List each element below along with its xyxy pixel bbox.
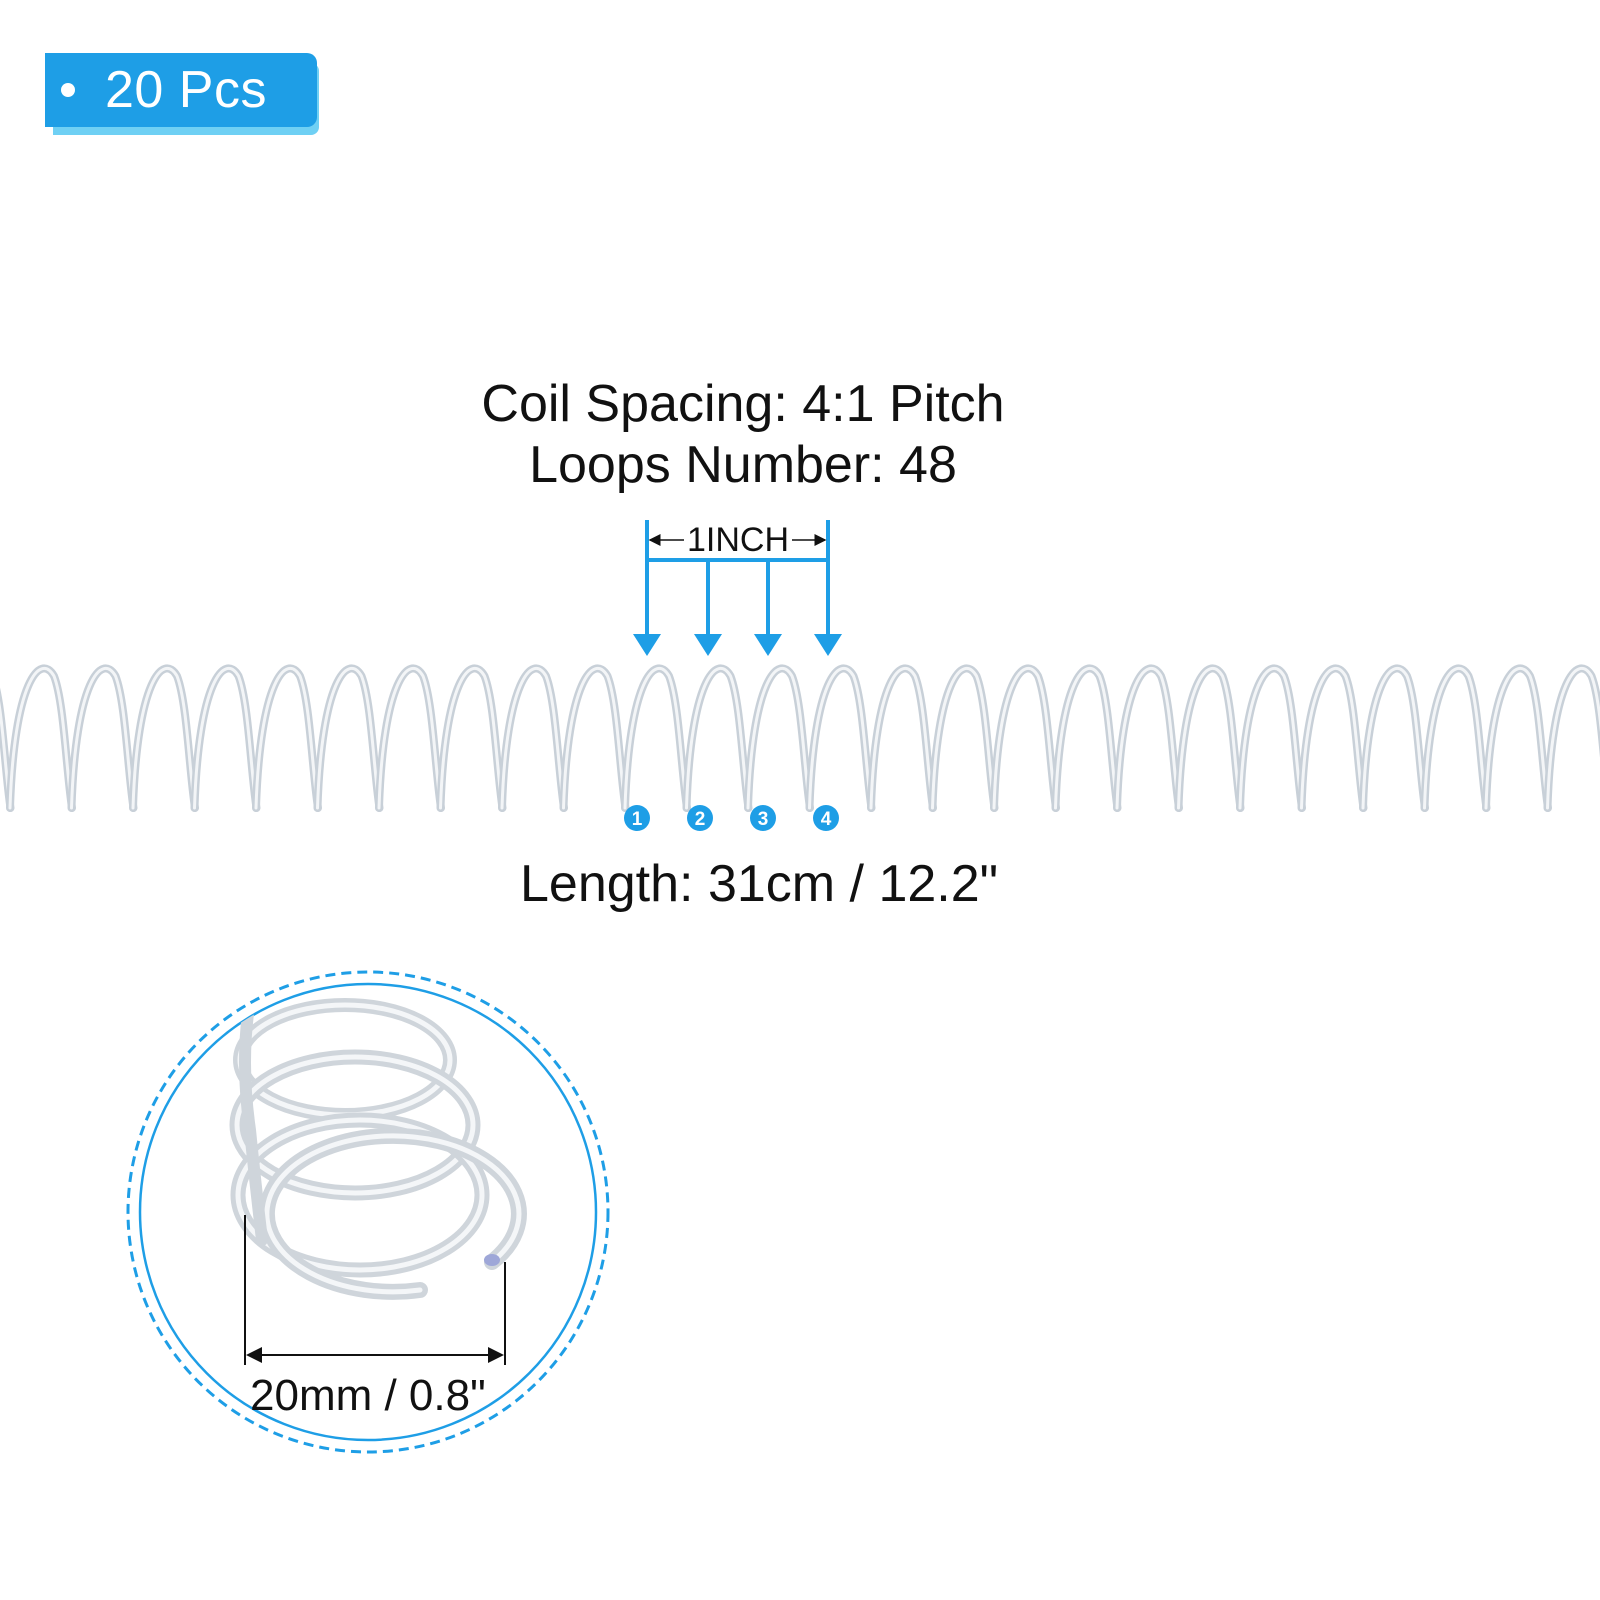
coil-highlight — [1484, 666, 1550, 810]
coil-highlight — [193, 666, 258, 810]
loops-number-label: Loops Number: 48 — [529, 436, 957, 494]
loop-marker-4: 4 — [821, 809, 832, 830]
coil-highlight — [1115, 666, 1181, 810]
loop-marker-3: 3 — [758, 809, 769, 830]
coil-loop — [498, 664, 568, 812]
badge-label: 20 Pcs — [105, 61, 267, 119]
coil-highlight — [1423, 666, 1488, 810]
coil-highlight — [1361, 666, 1427, 810]
coil-loop — [1420, 664, 1491, 812]
coil-highlight — [500, 666, 566, 810]
coil-highlight — [746, 666, 812, 810]
bullet-dot-icon — [61, 83, 75, 97]
arrow-down-icon — [754, 634, 782, 656]
loop-arrows — [633, 560, 842, 656]
coil-highlight — [70, 666, 135, 810]
coil-highlight — [1177, 666, 1242, 810]
coil-highlight — [0, 700, 12, 810]
coil-loop — [928, 664, 999, 812]
coil-spacing-label: Coil Spacing: 4:1 Pitch — [481, 375, 1005, 433]
loop-marker-2: 2 — [695, 809, 706, 830]
magnified-view — [126, 970, 610, 1454]
coil-highlight — [1546, 666, 1600, 810]
coil-highlight — [931, 666, 996, 810]
coil-loop — [1113, 664, 1183, 812]
arrow-down-icon — [633, 634, 661, 656]
loop-markers: 1 2 3 4 — [624, 805, 839, 831]
coil-loop — [1482, 664, 1552, 812]
coil-highlight — [131, 666, 197, 810]
coil-highlight — [623, 666, 689, 810]
coil-highlight — [1238, 666, 1304, 810]
coil-loop — [129, 664, 199, 812]
coil-highlight — [1054, 666, 1119, 810]
diameter-label: 20mm / 0.8" — [250, 1371, 486, 1420]
coil-highlight — [992, 666, 1058, 810]
coil-loop — [559, 664, 630, 812]
coil-highlight — [377, 666, 443, 810]
coil-highlight — [439, 666, 504, 810]
coil-loop — [67, 664, 138, 812]
coil-highlight — [869, 666, 935, 810]
coil-loop — [190, 664, 261, 812]
arrow-down-icon — [814, 634, 842, 656]
arrow-down-icon — [694, 634, 722, 656]
coil-highlight — [254, 666, 320, 810]
spring-coil — [0, 664, 1600, 812]
coil-loop — [436, 664, 507, 812]
coil-loop — [744, 664, 814, 812]
coil-loop — [867, 664, 937, 812]
coil-loop — [1174, 664, 1245, 812]
coil-highlight — [685, 666, 750, 810]
badge-body: 20 Pcs — [45, 53, 317, 127]
coil-highlight — [808, 666, 873, 810]
pitch-marker-label: 1INCH — [687, 521, 789, 559]
coil-loop — [375, 664, 445, 812]
coil-loop — [1297, 664, 1368, 812]
coil-loop — [6, 664, 76, 812]
coil-closeup — [229, 994, 527, 1300]
coil-loop — [990, 664, 1060, 812]
coil-loop — [1543, 664, 1600, 812]
coil-loop — [252, 664, 322, 812]
coil-loop — [313, 664, 384, 812]
coil-loop — [1236, 664, 1306, 812]
pitch-dimension: 1INCH — [645, 520, 830, 562]
coil-highlight — [1300, 666, 1365, 810]
coil-loop — [621, 664, 691, 812]
coil-loop — [805, 664, 876, 812]
coil-highlight — [562, 666, 627, 810]
loop-marker-1: 1 — [632, 809, 643, 830]
length-label: Length: 31cm / 12.2" — [520, 855, 999, 913]
quantity-badge: 20 Pcs — [45, 53, 319, 135]
coil-loop — [682, 664, 753, 812]
coil-loop — [1051, 664, 1122, 812]
coil-highlight — [8, 666, 74, 810]
coil-loop — [1359, 664, 1429, 812]
coil-highlight — [316, 666, 381, 810]
